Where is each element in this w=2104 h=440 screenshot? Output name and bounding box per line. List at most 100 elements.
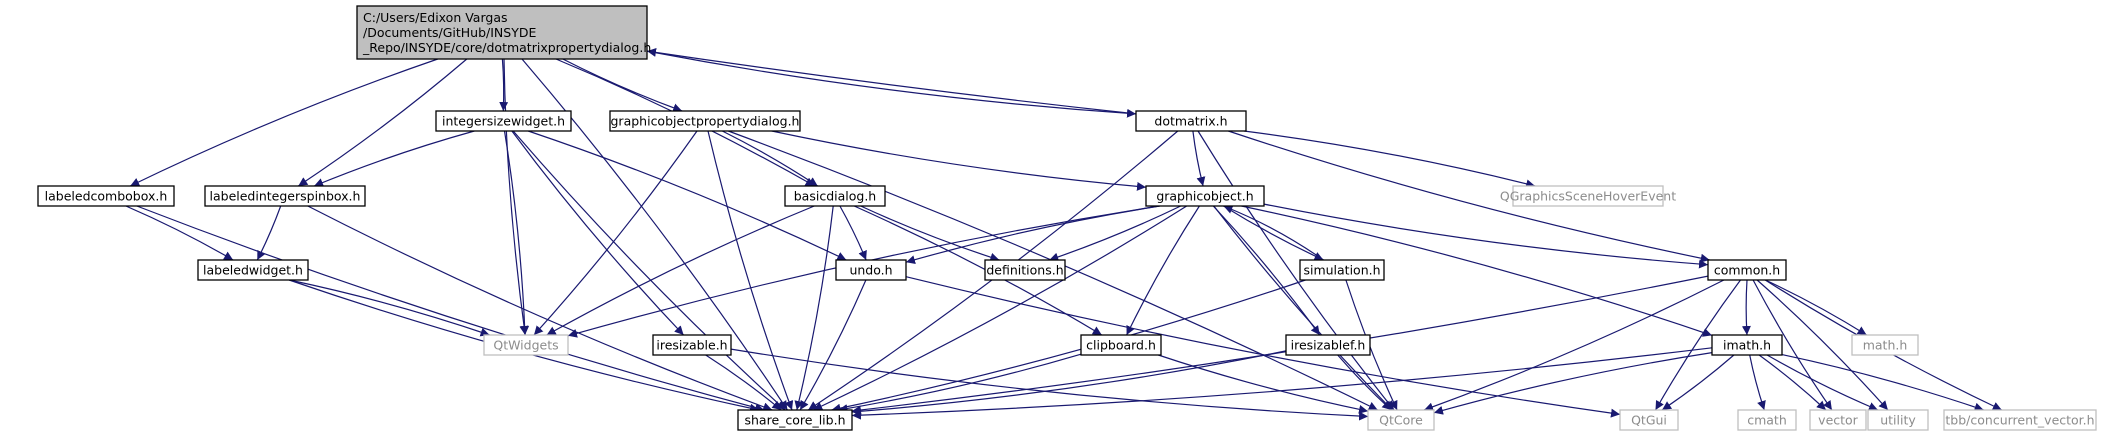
node-box xyxy=(1367,409,1435,431)
node-basicdialog[interactable]: basicdialog.h xyxy=(784,185,886,207)
node-box xyxy=(483,334,569,356)
node-QGraphicsSceneHoverEvent: QGraphicsSceneHoverEvent xyxy=(1500,185,1676,207)
edge-root-to-share_core_lib xyxy=(521,58,788,411)
node-label: utility xyxy=(1880,413,1916,428)
edge-graphicobject-to-simulation xyxy=(1223,205,1324,261)
edge-imath-to-vector xyxy=(1758,354,1827,411)
node-common[interactable]: common.h xyxy=(1707,259,1787,281)
node-cmath: cmath xyxy=(1737,409,1797,431)
node-label: undo.h xyxy=(849,263,892,278)
edge-common-to-share_core_lib xyxy=(851,275,1709,415)
edge-root-to-QtWidgets xyxy=(503,58,529,336)
node-label: QtGui xyxy=(1631,413,1667,428)
edge-root-to-graphicobjectpropertydialog xyxy=(562,58,683,113)
node-labeledcombobox[interactable]: labeledcombobox.h xyxy=(37,185,175,207)
edge-graphicobject-to-share_core_lib xyxy=(813,205,1188,411)
node-iresizable[interactable]: iresizable.h xyxy=(652,334,732,356)
node-definitions[interactable]: definitions.h xyxy=(984,259,1066,281)
node-utility: utility xyxy=(1867,409,1929,431)
edge-integersizewidget-to-labeledintegerspinbox xyxy=(313,130,475,187)
node-label: dotmatrix.h xyxy=(1154,114,1227,129)
node-label: math.h xyxy=(1863,338,1908,353)
node-label: iresizablef.h xyxy=(1291,338,1366,353)
node-graphicobject[interactable]: graphicobject.h xyxy=(1145,185,1265,207)
node-mathh: math.h xyxy=(1851,334,1919,356)
edge-common-to-vector xyxy=(1752,279,1833,411)
node-imath[interactable]: imath.h xyxy=(1711,334,1783,356)
node-box xyxy=(835,259,907,281)
node-QtWidgets: QtWidgets xyxy=(483,334,569,356)
node-box xyxy=(1285,334,1371,356)
edge-iresizable-to-QtCore xyxy=(730,348,1369,421)
node-integersizewidget[interactable]: integersizewidget.h xyxy=(435,110,572,132)
node-label: /Documents/GitHub/INSYDE xyxy=(363,25,536,40)
node-box xyxy=(1080,334,1162,356)
node-label: basicdialog.h xyxy=(794,189,876,204)
node-undo[interactable]: undo.h xyxy=(835,259,907,281)
node-box xyxy=(1809,409,1867,431)
edge-graphicobject-to-imath xyxy=(1241,205,1713,337)
node-label: labeledwidget.h xyxy=(203,263,303,278)
edge-labeledwidget-to-QtWidgets xyxy=(289,279,490,337)
node-labeledintegerspinbox[interactable]: labeledintegerspinbox.h xyxy=(204,185,366,207)
node-label: graphicobjectpropertydialog.h xyxy=(611,114,800,129)
edge-root-to-labeledintegerspinbox xyxy=(297,58,468,187)
node-label: _Repo/INSYDE/core/dotmatrixpropertydialo… xyxy=(362,40,651,55)
node-QtGui: QtGui xyxy=(1619,409,1679,431)
edge-root-to-labeledcombobox xyxy=(129,58,438,187)
node-label: common.h xyxy=(1714,263,1780,278)
node-box xyxy=(984,259,1066,281)
node-box xyxy=(1707,259,1787,281)
edge-undo-to-QtGui xyxy=(905,276,1621,418)
edge-common-to-QtCore xyxy=(1423,279,1725,412)
node-label: labeledcombobox.h xyxy=(45,189,168,204)
edge-dotmatrix-to-graphicobject xyxy=(1192,130,1206,187)
edge-simulation-to-share_core_lib xyxy=(831,279,1306,413)
node-label: definitions.h xyxy=(986,263,1063,278)
node-graphicobjectpropertydialog[interactable]: graphicobjectpropertydialog.h xyxy=(609,110,801,132)
node-box xyxy=(784,185,886,207)
node-vector: vector xyxy=(1809,409,1867,431)
edge-imath-to-tbb xyxy=(1781,354,1984,412)
node-box xyxy=(204,185,366,207)
node-label: iresizable.h xyxy=(656,338,727,353)
edge-graphicobject-to-definitions xyxy=(1049,205,1181,262)
node-box xyxy=(1737,409,1797,431)
node-labeledwidget[interactable]: labeledwidget.h xyxy=(197,259,309,281)
node-label: QGraphicsSceneHoverEvent xyxy=(1500,189,1676,204)
edge-imath-to-QtGui xyxy=(1661,354,1735,411)
node-box xyxy=(1851,334,1919,356)
edge-imath-to-share_core_lib xyxy=(851,347,1713,420)
edge-iresizable-to-share_core_lib xyxy=(705,354,782,411)
edge-root-to-integersizewidget xyxy=(499,58,509,112)
edge-labeledintegerspinbox-to-labeledwidget xyxy=(256,205,282,261)
node-clipboard[interactable]: clipboard.h xyxy=(1080,334,1162,356)
edge-graphicobject-to-clipboard xyxy=(1126,205,1200,336)
node-label: labeledintegerspinbox.h xyxy=(210,189,361,204)
node-label: clipboard.h xyxy=(1086,338,1156,353)
node-box xyxy=(737,409,853,431)
dependency-edges xyxy=(125,47,2003,421)
node-share_core_lib[interactable]: share_core_lib.h xyxy=(737,409,853,431)
edge-basicdialog-to-undo xyxy=(839,205,867,261)
node-label: QtCore xyxy=(1379,413,1423,428)
edge-root-to-dotmatrix xyxy=(646,50,1137,118)
node-label: share_core_lib.h xyxy=(744,413,845,428)
node-label: simulation.h xyxy=(1303,263,1380,278)
node-label: graphicobject.h xyxy=(1156,189,1253,204)
edge-integersizewidget-to-share_core_lib xyxy=(512,130,786,411)
edge-common-to-utility xyxy=(1756,279,1889,411)
node-simulation[interactable]: simulation.h xyxy=(1299,259,1385,281)
node-label: tbb/concurrent_vector.h xyxy=(1945,413,2094,428)
node-box xyxy=(1512,185,1664,207)
node-box xyxy=(37,185,175,207)
node-dotmatrix[interactable]: dotmatrix.h xyxy=(1135,110,1247,132)
edge-basicdialog-to-clipboard xyxy=(853,205,1103,336)
node-box xyxy=(1299,259,1385,281)
edge-labeledcombobox-to-share_core_lib xyxy=(136,205,765,413)
node-box xyxy=(356,5,648,60)
node-root[interactable]: C:/Users/Edixon Vargas/Documents/GitHub/… xyxy=(356,5,651,60)
node-iresizablef[interactable]: iresizablef.h xyxy=(1285,334,1371,356)
edge-integersizewidget-to-undo xyxy=(528,130,847,261)
edge-common-to-QtGui xyxy=(1654,279,1741,411)
